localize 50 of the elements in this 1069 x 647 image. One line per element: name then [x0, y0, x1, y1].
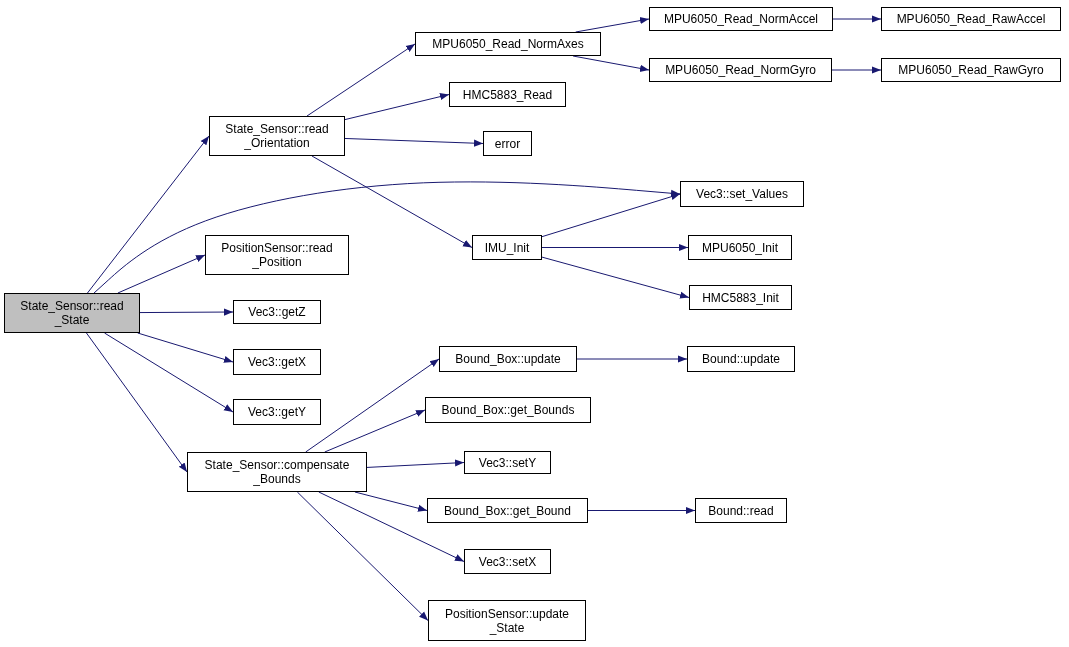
arrow — [139, 308, 234, 316]
arrow — [541, 256, 690, 299]
function-box: Vec3::setY — [464, 451, 551, 474]
function-box: HMC5883_Read — [449, 82, 566, 107]
function-box: Bound::update — [687, 346, 795, 372]
function-box: Bound::read — [695, 498, 787, 523]
arrow — [324, 409, 426, 453]
arrow — [344, 138, 484, 147]
arrow — [576, 355, 688, 363]
arrow — [366, 459, 465, 468]
arrow — [318, 491, 465, 562]
arrow — [117, 254, 206, 294]
function-box: IMU_Init — [472, 235, 542, 260]
function-box: MPU6050_Read_RawAccel — [881, 7, 1061, 31]
function-box: MPU6050_Init — [688, 235, 792, 260]
function-box: error — [483, 131, 532, 156]
function-box: MPU6050_Read_RawGyro — [881, 58, 1061, 82]
arrow — [541, 193, 681, 238]
arrow — [311, 155, 473, 248]
function-box: PositionSensor::read _Position — [205, 235, 349, 275]
function-box: Bound_Box::get_Bound — [427, 498, 588, 523]
arrow — [85, 332, 188, 473]
arrow — [93, 181, 681, 294]
function-box: Vec3::getZ — [233, 300, 321, 324]
function-box: MPU6050_Read_NormAxes — [415, 32, 601, 56]
function-box: PositionSensor::update _State — [428, 600, 586, 641]
function-box: Vec3::set_Values — [680, 181, 804, 207]
arrow — [831, 66, 882, 74]
function-box: Vec3::getX — [233, 349, 321, 375]
arrow — [832, 15, 882, 23]
function-box: Vec3::getY — [233, 399, 321, 425]
function-box: State_Sensor::compensate _Bounds — [187, 452, 367, 492]
function-box: State_Sensor::read _State — [4, 293, 140, 333]
arrow — [306, 43, 416, 117]
arrow — [354, 491, 428, 512]
function-box: Vec3::setX — [464, 549, 551, 574]
arrow — [137, 332, 234, 363]
arrow — [541, 243, 689, 252]
arrow — [296, 491, 429, 621]
arrow — [305, 358, 440, 453]
arrow — [587, 506, 696, 515]
arrow — [87, 135, 210, 294]
arrow — [344, 93, 450, 121]
function-box: Bound_Box::get_Bounds — [425, 397, 591, 423]
function-box: MPU6050_Read_NormAccel — [649, 7, 833, 31]
function-box: Bound_Box::update — [439, 346, 577, 372]
arrow — [104, 332, 234, 413]
function-box: State_Sensor::read _Orientation — [209, 116, 345, 156]
function-box: HMC5883_Init — [689, 285, 792, 310]
function-box: MPU6050_Read_NormGyro — [649, 58, 832, 82]
